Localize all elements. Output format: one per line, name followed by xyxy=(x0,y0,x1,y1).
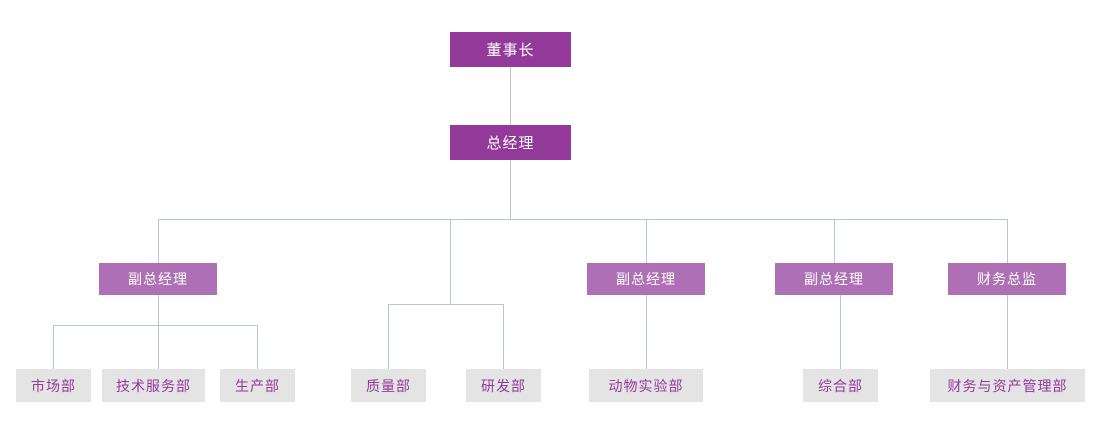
connector-bus-to-quality xyxy=(388,304,389,369)
connector-cfo-to-finance-asset xyxy=(1007,295,1008,369)
connector-bus-to-deputy-1 xyxy=(158,219,159,263)
node-deputy-gm-3[interactable]: 副总经理 xyxy=(775,263,893,295)
connector-bus-to-deputy-3 xyxy=(834,219,835,263)
connector-deputy-3-to-general-affairs xyxy=(840,295,841,369)
connector-main-bus xyxy=(158,219,1008,220)
node-finance-asset[interactable]: 财务与资产管理部 xyxy=(930,369,1085,402)
node-quality[interactable]: 质量部 xyxy=(351,369,426,402)
connector-quality-rnd-bus xyxy=(388,304,504,305)
node-marketing[interactable]: 市场部 xyxy=(16,369,91,402)
connector-deputy-1-dropline xyxy=(158,295,159,325)
connector-bus-to-tech-service xyxy=(158,325,159,369)
node-cfo[interactable]: 财务总监 xyxy=(948,263,1066,295)
node-production[interactable]: 生产部 xyxy=(220,369,295,402)
node-tech-service[interactable]: 技术服务部 xyxy=(102,369,205,402)
connector-bus-to-marketing xyxy=(53,325,54,369)
node-general-affairs[interactable]: 综合部 xyxy=(803,369,878,402)
node-general-manager[interactable]: 总经理 xyxy=(450,125,571,160)
connector-gm-dropline xyxy=(510,160,511,219)
connector-bus-to-rnd xyxy=(503,304,504,369)
node-chairman[interactable]: 董事长 xyxy=(450,32,571,67)
connector-bus-to-production xyxy=(257,325,258,369)
connector-bus-to-quality-rnd-branch xyxy=(450,219,451,304)
connector-chairman-to-gm xyxy=(510,67,511,126)
node-rnd[interactable]: 研发部 xyxy=(466,369,541,402)
node-deputy-gm-2[interactable]: 副总经理 xyxy=(587,263,705,295)
connector-deputy-1-bus xyxy=(53,325,258,326)
connector-deputy-2-to-animal-lab xyxy=(646,295,647,369)
node-animal-lab[interactable]: 动物实验部 xyxy=(589,369,703,402)
connector-bus-to-deputy-2 xyxy=(646,219,647,263)
node-deputy-gm-1[interactable]: 副总经理 xyxy=(99,263,217,295)
connector-bus-to-cfo xyxy=(1007,219,1008,263)
